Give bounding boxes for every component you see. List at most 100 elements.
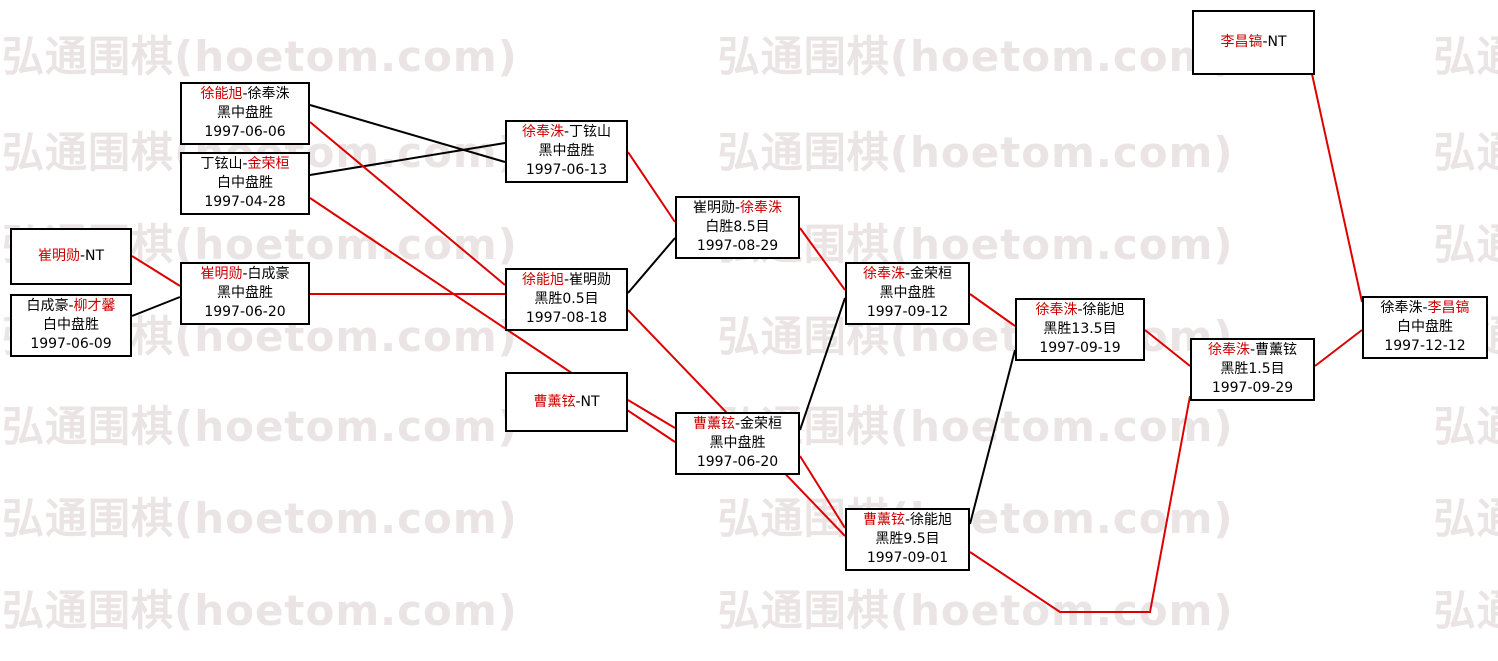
vs-separator: - [904, 512, 911, 528]
match-players: 曹薰铉-徐能旭 [863, 511, 952, 530]
match-box-15: 李昌镐-NT [1192, 10, 1315, 75]
match-result: 黑胜9.5目 [875, 531, 940, 547]
match-result: 白中盘胜 [43, 317, 99, 333]
player1-name: 徐能旭 [521, 272, 564, 288]
vs-separator: - [1262, 34, 1268, 50]
match-box-14: 徐奉洙-曹薰铉 黑胜1.5目 1997-09-29 [1190, 338, 1315, 401]
connector-m12-m13 [969, 349, 1016, 525]
player2-name: 金荣桓 [910, 266, 953, 282]
match-date: 1997-08-29 [696, 238, 779, 254]
match-box-13: 徐奉洙-徐能旭 黑胜13.5目 1997-09-19 [1015, 298, 1145, 361]
player1-name: 徐奉洙 [862, 266, 905, 282]
connector-m4-m5 [131, 296, 181, 317]
match-box-16: 徐奉洙-李昌镐 白中盘胜 1997-12-12 [1362, 296, 1488, 359]
player2-name: NT [85, 248, 105, 264]
connector-m10-m12 [799, 455, 846, 529]
match-box-11: 徐奉洙-金荣桓 黑中盘胜 1997-09-12 [845, 262, 970, 325]
player1-name: 徐奉洙 [1380, 300, 1423, 316]
player2-name: 李昌镐 [1427, 300, 1470, 316]
player1-name: 崔明勋 [692, 200, 735, 216]
connector-m7-m9 [627, 237, 676, 294]
match-box-3: 崔明勋-NT [10, 228, 132, 285]
player2-name: 徐能旭 [1082, 302, 1125, 318]
connector-m1-m7 [309, 121, 506, 286]
vs-separator: - [734, 416, 741, 432]
player2-name: 白成豪 [247, 266, 290, 282]
match-date: 1997-06-20 [696, 454, 779, 470]
connector-m3-m5 [131, 255, 181, 287]
match-box-8: 曹薰铉-NT [505, 372, 628, 432]
vs-separator: - [242, 266, 248, 282]
vs-separator: - [1077, 302, 1083, 318]
match-result: 黑胜0.5目 [534, 291, 599, 307]
connector-m11-m13 [969, 293, 1016, 327]
match-date: 1997-12-12 [1384, 338, 1466, 354]
connector-m6-m9 [627, 151, 676, 223]
match-players: 曹薰铉-金荣桓 [693, 415, 782, 434]
match-result: 白中盘胜 [217, 175, 273, 191]
match-players: 白成豪-柳才馨 [26, 297, 115, 316]
connector-m2-m6 [309, 142, 506, 176]
connector-m12-m14 [969, 395, 1191, 613]
connector-m14-m16 [1314, 329, 1363, 367]
connector-m9-m11 [799, 227, 846, 291]
match-box-12: 曹薰铉-徐能旭 黑胜9.5目 1997-09-01 [845, 508, 970, 571]
match-box-9: 崔明勋-徐奉洙 白胜8.5目 1997-08-29 [675, 196, 800, 259]
match-players: 崔明勋-NT [38, 247, 104, 266]
match-box-2: 丁铉山-金荣桓 白中盘胜 1997-04-28 [180, 152, 310, 215]
match-box-1: 徐能旭-徐奉洙 黑中盘胜 1997-06-06 [180, 82, 310, 145]
vs-separator: - [563, 272, 570, 288]
player2-name: 徐奉洙 [247, 86, 290, 102]
vs-separator: - [904, 266, 911, 282]
player2-name: 崔明勋 [569, 272, 612, 288]
player1-name: 徐奉洙 [1207, 342, 1250, 358]
vs-separator: - [242, 86, 248, 102]
match-date: 1997-04-28 [204, 194, 286, 210]
player1-name: 曹薰铉 [533, 393, 576, 410]
match-players: 崔明勋-徐奉洙 [693, 199, 782, 218]
match-players: 李昌镐-NT [1220, 33, 1286, 52]
player1-name: 李昌镐 [1220, 34, 1263, 50]
match-result: 白中盘胜 [1397, 319, 1453, 335]
player2-name: NT [580, 393, 600, 410]
match-box-7: 徐能旭-崔明勋 黑胜0.5目 1997-08-18 [505, 268, 628, 331]
player1-name: 徐奉洙 [1035, 302, 1078, 318]
connector-m15-m16 [1311, 73, 1363, 303]
match-box-10: 曹薰铉-金荣桓 黑中盘胜 1997-06-20 [675, 412, 800, 475]
match-date: 1997-06-06 [204, 124, 286, 140]
player1-name: 徐能旭 [200, 86, 243, 102]
match-date: 1997-09-12 [866, 304, 949, 320]
match-players: 徐能旭-崔明勋 [522, 271, 611, 290]
match-date: 1997-06-13 [525, 162, 608, 178]
player2-name: 柳才馨 [73, 298, 116, 314]
match-box-4: 白成豪-柳才馨 白中盘胜 1997-06-09 [10, 294, 132, 357]
match-result: 黑中盘胜 [217, 105, 273, 121]
match-result: 黑中盘胜 [709, 435, 766, 451]
player2-name: 徐奉洙 [740, 200, 783, 216]
match-players: 徐奉洙-李昌镐 [1380, 299, 1469, 318]
vs-separator: - [79, 248, 86, 264]
match-players: 曹薰铉-NT [533, 393, 599, 412]
match-players: 徐能旭-徐奉洙 [200, 85, 289, 104]
connector-m1-m6 [309, 104, 506, 163]
player2-name: NT [1267, 34, 1287, 50]
match-result: 白胜8.5目 [705, 219, 770, 235]
match-result: 黑胜13.5目 [1043, 321, 1117, 337]
player2-name: 徐能旭 [910, 512, 953, 528]
match-result: 黑中盘胜 [217, 285, 273, 301]
vs-separator: - [734, 200, 741, 216]
match-date: 1997-09-19 [1039, 340, 1121, 356]
vs-separator: - [68, 298, 74, 314]
match-date: 1997-06-09 [30, 336, 112, 352]
player2-name: 金荣桓 [740, 416, 783, 432]
match-box-5: 崔明勋-白成豪 黑中盘胜 1997-06-20 [180, 262, 310, 325]
match-players: 崔明勋-白成豪 [200, 265, 289, 284]
vs-separator: - [1422, 300, 1428, 316]
match-players: 徐奉洙-丁铉山 [522, 123, 611, 142]
player1-name: 崔明勋 [37, 248, 80, 264]
vs-separator: - [575, 393, 581, 410]
connector-m13-m14 [1144, 329, 1191, 367]
player1-name: 白成豪 [26, 298, 69, 314]
